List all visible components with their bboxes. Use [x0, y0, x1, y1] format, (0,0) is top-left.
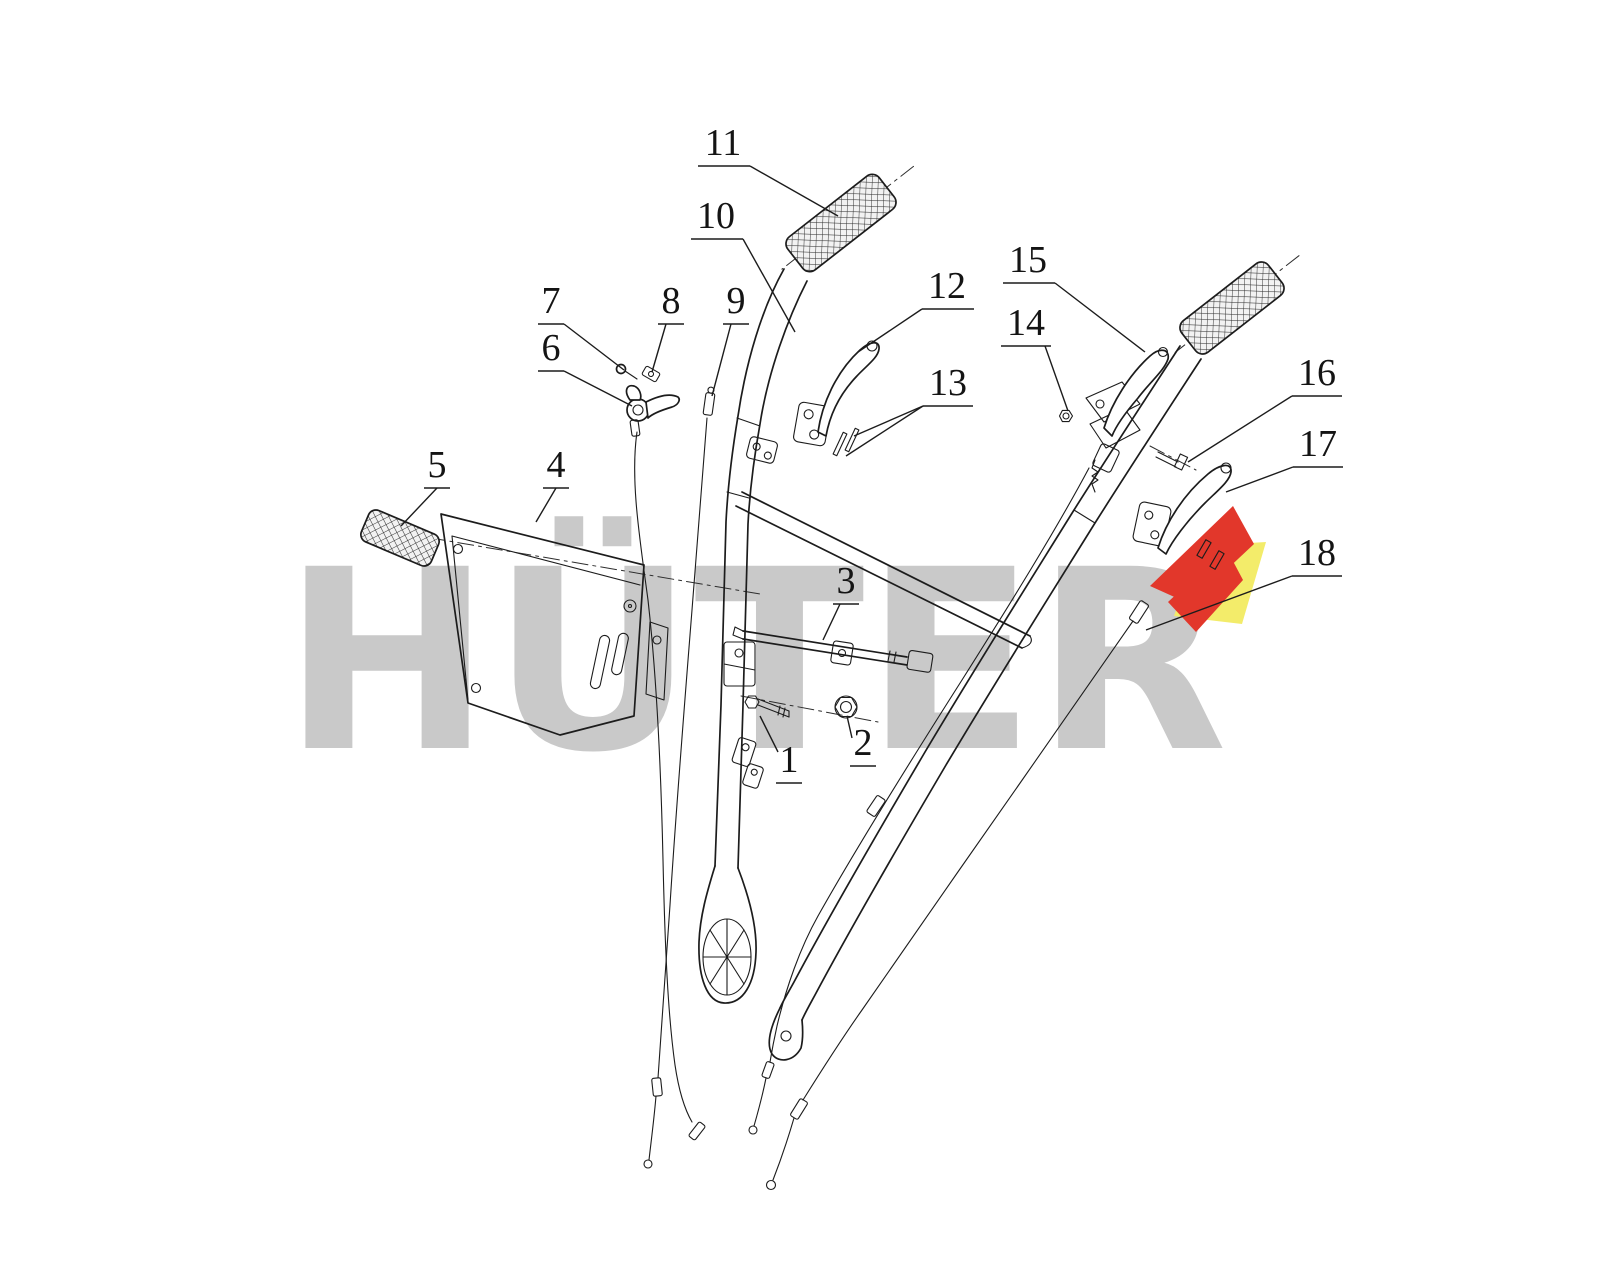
callout-label-15: 15	[1009, 239, 1047, 281]
clip-8	[641, 365, 661, 383]
tie-rod-3	[732, 626, 934, 673]
callout-label-12: 12	[928, 265, 966, 307]
lever-pins-13	[832, 427, 860, 457]
right-handlebar-tube	[768, 345, 1202, 1061]
control-cables	[634, 417, 1149, 1191]
callout-leader-16	[1187, 395, 1293, 463]
brake-lever-17	[1132, 462, 1232, 570]
shift-lever-grip	[360, 509, 440, 567]
callout-label-2: 2	[854, 722, 873, 764]
callout-leader-2	[846, 715, 853, 739]
cable-9-wire	[657, 417, 708, 1079]
tube-end-boot	[702, 918, 752, 996]
callout-label-4: 4	[547, 444, 566, 486]
brand-logo-red-ribbon-top	[1150, 506, 1254, 604]
brand-logo	[1150, 506, 1266, 632]
callout-label-14: 14	[1007, 302, 1045, 344]
panel-side-bracket	[645, 621, 669, 701]
callout-label-16: 16	[1298, 352, 1336, 394]
brand-logo-red-ribbon-bottom	[1168, 548, 1243, 632]
callout-label-13: 13	[929, 362, 967, 404]
callout-label-1: 1	[780, 739, 799, 781]
right-control-cluster	[1058, 346, 1197, 493]
callout-label-3: 3	[837, 560, 856, 602]
callout-leader-9	[711, 323, 732, 397]
callout-leader-13-2	[845, 405, 924, 457]
lever-15-blade	[1103, 349, 1170, 437]
control-panel	[440, 513, 669, 736]
callout-layer: 11 10 12 15 14 13 16 17 18 7 8 9 6 5 4 3 2 1	[400, 122, 1343, 784]
bolt-16	[1149, 445, 1197, 471]
callout-leader-3	[822, 603, 841, 641]
throttle-lever-assembly	[615, 363, 716, 437]
clutch-cable	[769, 467, 1090, 1063]
screw-7	[615, 363, 627, 375]
callout-leader-13-1	[853, 405, 924, 437]
left-handlebar-tube	[698, 268, 808, 1004]
callout-label-7: 7	[542, 280, 561, 322]
callout-leader-6	[563, 370, 633, 407]
callout-label-17: 17	[1299, 423, 1337, 465]
callout-leader-15	[1054, 282, 1146, 353]
nut-2	[834, 695, 858, 719]
callout-label-8: 8	[662, 280, 681, 322]
nut-14	[1058, 409, 1074, 423]
callout-label-6: 6	[542, 327, 561, 369]
clutch-lever-12	[746, 340, 880, 464]
callout-leader-17	[1225, 466, 1294, 493]
callout-leader-5	[400, 487, 438, 527]
callout-leader-1	[759, 715, 779, 753]
right-handle-grip	[1174, 255, 1300, 355]
callout-leader-18	[1145, 575, 1293, 631]
callout-label-18: 18	[1298, 532, 1336, 574]
callout-leader-7	[563, 323, 625, 371]
callout-leader-14	[1044, 345, 1069, 412]
bolt-1	[744, 695, 790, 718]
tube-clamp-bracket	[723, 641, 764, 789]
callout-label-10: 10	[697, 195, 735, 237]
callout-leader-10	[742, 238, 796, 333]
cable-18-wire	[802, 620, 1134, 1101]
callout-leader-8	[651, 323, 667, 373]
callout-label-11: 11	[705, 122, 742, 164]
throttle-cable	[634, 431, 693, 1123]
callout-leader-4	[535, 487, 557, 523]
callout-leader-12	[857, 308, 923, 353]
spring	[1091, 459, 1099, 493]
bolt-1-centerline	[740, 695, 879, 723]
callout-label-5: 5	[428, 444, 447, 486]
callout-leader-11	[749, 165, 839, 217]
cross-brace-tube	[735, 491, 1032, 649]
callout-label-9: 9	[727, 280, 746, 322]
left-handle-grip	[781, 165, 914, 273]
